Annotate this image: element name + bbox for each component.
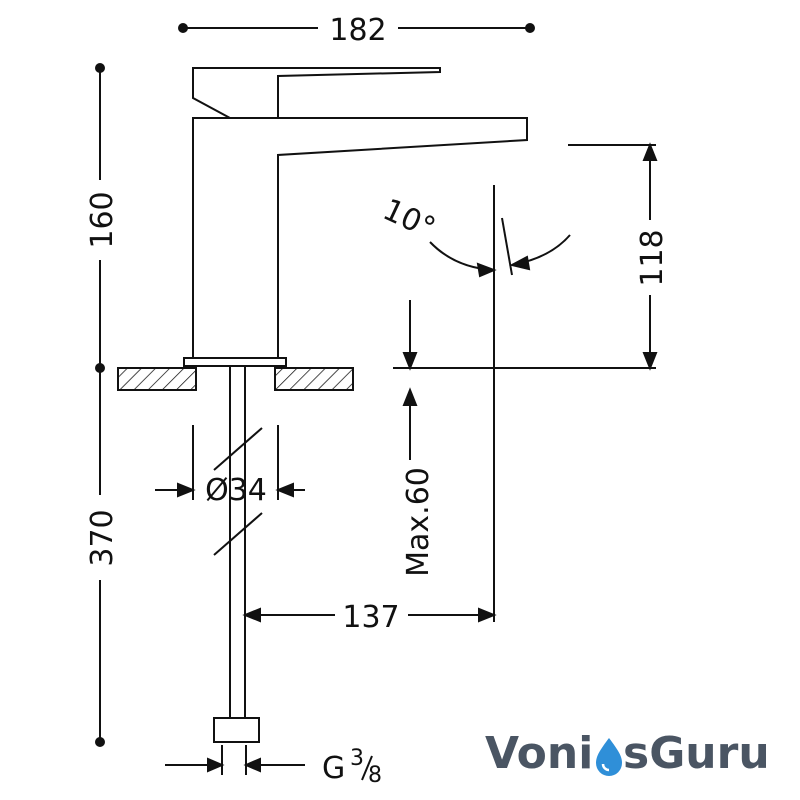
break-line: [213, 427, 263, 471]
connector-nut: [213, 717, 260, 743]
counter-left: [117, 367, 197, 391]
label-width: 182: [329, 13, 386, 48]
label-max-thickness: Max.60: [401, 467, 436, 577]
vonios-guru-logo: Voni sGuru: [485, 728, 770, 779]
label-connection-num: 3: [350, 746, 364, 771]
label-angle: 10°: [378, 192, 441, 246]
label-reach: 137: [342, 600, 399, 635]
counter-right: [274, 367, 354, 391]
label-connection-g: G: [322, 751, 345, 786]
angle-line: [501, 217, 513, 276]
label-height-spout: 160: [85, 191, 120, 248]
label-connection-den: 8: [368, 763, 382, 788]
logo-text-part2: sGuru: [623, 728, 770, 779]
label-diameter: Ø34: [205, 473, 267, 508]
faucet-handle: [192, 67, 441, 119]
label-clearance: 118: [635, 229, 670, 286]
logo-text-part1: Voni: [485, 728, 593, 779]
label-height-below: 370: [85, 509, 120, 566]
faucet-body: [192, 117, 528, 359]
faucet-base: [183, 357, 287, 367]
dim-dot: [178, 23, 188, 33]
